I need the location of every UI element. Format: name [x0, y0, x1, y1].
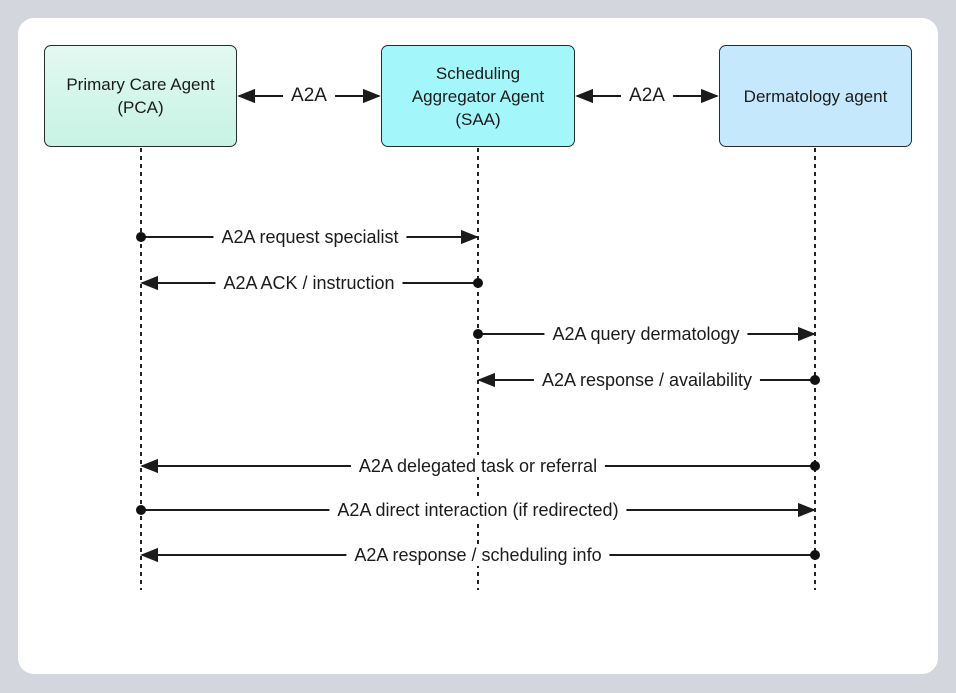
message-label-query-dermatology: A2A query dermatology: [544, 323, 748, 345]
message-label-response-availability: A2A response / availability: [533, 369, 761, 391]
message-start-dot-ack-instruction: [473, 278, 483, 288]
agent-box-saa: Scheduling Aggregator Agent (SAA): [381, 45, 575, 147]
agent-box-dermatology: Dermatology agent: [719, 45, 912, 147]
message-start-dot-direct-interaction: [136, 505, 146, 515]
message-label-delegated-task: A2A delegated task or referral: [350, 455, 606, 477]
agent-label-saa: Scheduling Aggregator Agent (SAA): [411, 63, 545, 129]
connection-label-pca-saa: A2A: [283, 85, 335, 107]
message-start-dot-delegated-task: [810, 461, 820, 471]
message-start-dot-query-dermatology: [473, 329, 483, 339]
agent-box-pca: Primary Care Agent (PCA): [44, 45, 237, 147]
connection-label-saa-derm: A2A: [621, 85, 673, 107]
message-label-scheduling-info: A2A response / scheduling info: [346, 544, 610, 566]
message-start-dot-scheduling-info: [810, 550, 820, 560]
agent-label-pca: Primary Care Agent (PCA): [66, 75, 215, 117]
message-label-request-specialist: A2A request specialist: [213, 226, 407, 248]
message-label-ack-instruction: A2A ACK / instruction: [215, 272, 403, 294]
agent-label-dermatology: Dermatology agent: [743, 86, 888, 106]
message-label-direct-interaction: A2A direct interaction (if redirected): [329, 499, 627, 521]
message-start-dot-request-specialist: [136, 232, 146, 242]
message-start-dot-response-availability: [810, 375, 820, 385]
